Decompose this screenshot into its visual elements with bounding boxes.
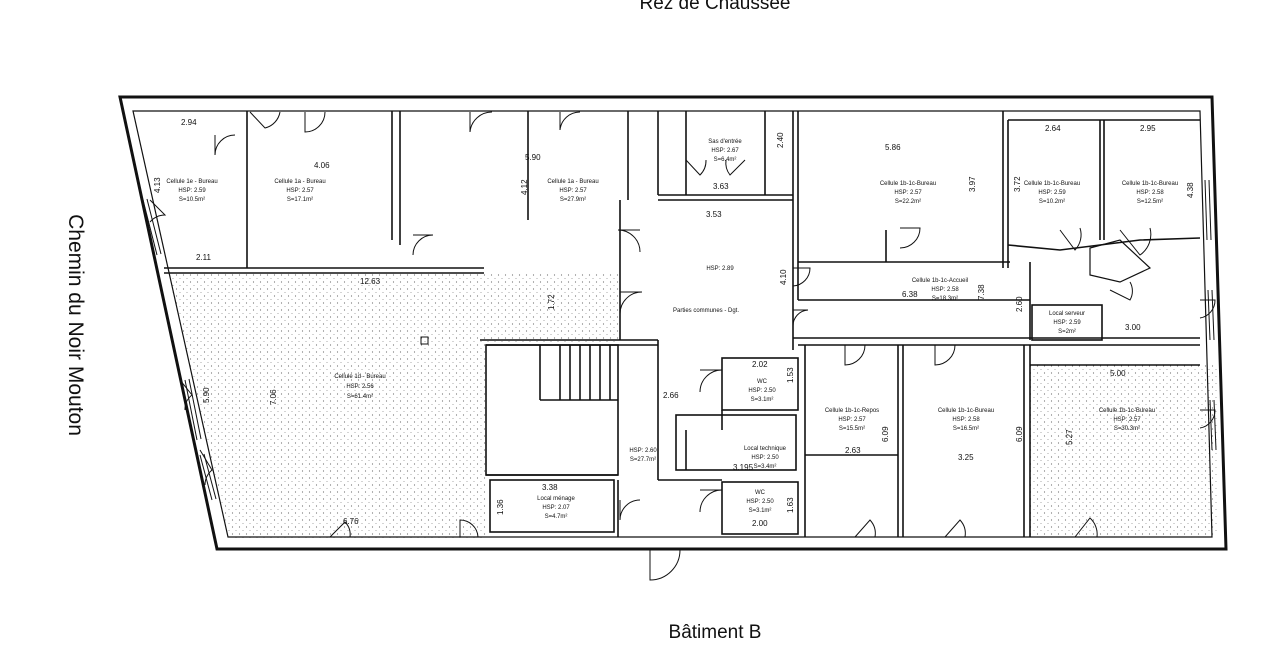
dim-label: 6.09 [881, 426, 890, 442]
windows [142, 179, 1217, 501]
building-label: Bâtiment B [668, 622, 762, 643]
room-hall: HSP: 2.89 [706, 266, 734, 272]
dim-label: 1.63 [786, 497, 795, 513]
dim-label: 7.06 [269, 389, 278, 405]
dim-label: 2.66 [663, 391, 679, 400]
dim-label: 6.09 [1015, 426, 1024, 442]
dim-label: 4.13 [153, 177, 162, 193]
dim-label: 1.72 [547, 294, 556, 310]
dim-label: 6.38 [902, 290, 918, 299]
dim-label: 2.11 [196, 253, 212, 262]
dim-label: 4.06 [314, 161, 330, 170]
dim-label: 3.00 [1125, 323, 1141, 332]
dim-label: 3.72 [1013, 176, 1022, 192]
room-parties: Parties communes - Dgt. [673, 308, 739, 314]
dim-label: 5.00 [1110, 369, 1126, 378]
dim-label: 2.64 [1045, 124, 1061, 133]
dim-label: 3.53 [706, 210, 722, 219]
dim-label: 2.02 [752, 360, 768, 369]
dim-label: 4.10 [779, 269, 788, 285]
outer-walls [118, 95, 1228, 551]
dim-label: 1.53 [786, 367, 795, 383]
dim-label: 12.63 [360, 277, 381, 286]
dim-label: 2.63 [845, 446, 861, 455]
dim-label: 3.195 [733, 463, 754, 472]
dim-label: 5.27 [1065, 429, 1074, 445]
dim-label: 2.00 [752, 519, 768, 528]
dim-label: 1.36 [496, 499, 505, 515]
dim-label: 3.25 [958, 453, 974, 462]
dim-label: 5.90 [202, 387, 211, 403]
dim-label: 3.63 [713, 182, 729, 191]
plan-title: Rez de Chaussée [639, 0, 791, 14]
dim-label: 4.38 [1186, 182, 1195, 198]
dim-label: 3.38 [542, 483, 558, 492]
stippled-floor [168, 272, 1218, 540]
dim-label: 2.40 [776, 132, 785, 148]
dim-label: 2.94 [181, 118, 197, 127]
interior-walls [164, 111, 1201, 537]
column-marker [420, 336, 429, 345]
dim-label: 6.76 [343, 517, 359, 526]
doors [149, 111, 1216, 581]
dim-label: 3.97 [968, 176, 977, 192]
dimension-labels: 2.94 4.06 5.90 2.40 3.63 3.53 2.11 12.63… [153, 118, 1195, 528]
dim-label: 2.95 [1140, 124, 1156, 133]
dim-label: 5.90 [525, 153, 541, 162]
dim-label: 4.12 [520, 179, 529, 195]
dim-label: 7.38 [977, 284, 986, 300]
dim-label: 5.86 [885, 143, 901, 152]
dim-label: 2.60 [1015, 296, 1024, 312]
